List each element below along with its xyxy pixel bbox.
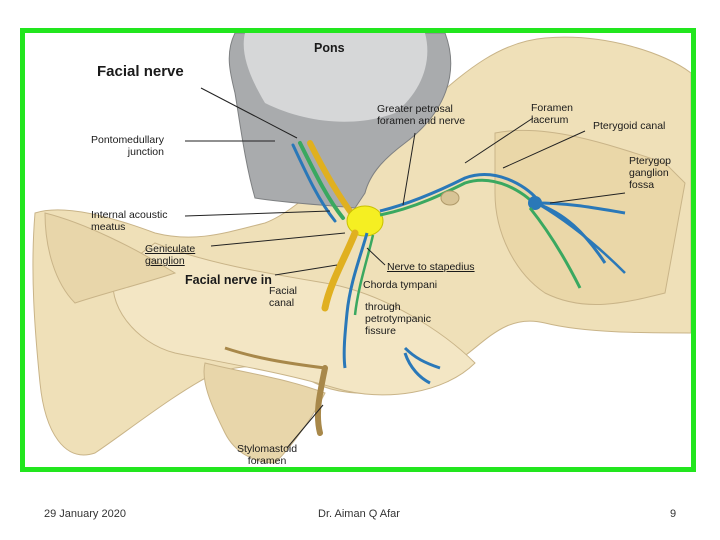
ganglion-branch-3 <box>528 207 582 289</box>
facial-nerve-root-green <box>298 141 345 220</box>
petrotympanic-fissure-label: through petrotympanic fissure <box>365 301 431 337</box>
mastoid-branch <box>224 346 326 370</box>
stylomastoid-foramen-label: Stylomastoid foramen <box>237 443 298 467</box>
facial-canal-label: Facial canal <box>269 285 298 309</box>
facial-nerve-exit <box>314 365 328 436</box>
chorda-tympani-exit <box>403 346 441 385</box>
pons-label: Pons <box>314 41 345 55</box>
facial-nerve-canal-yellow <box>321 229 359 312</box>
foramen-lacerum-label: Foramen lacerum <box>531 102 574 126</box>
internal-acoustic-meatus-label: Internal acoustic meatus <box>91 209 168 233</box>
petrous-ridge <box>112 242 476 396</box>
pterygoid-canal-label: Pterygoid canal <box>593 120 666 132</box>
footer-page-number: 9 <box>670 508 677 520</box>
bony-spur <box>44 212 177 304</box>
footer-date: 29 January 2020 <box>44 508 126 520</box>
greater-petrosal-label: Greater petrosal foramen and nerve <box>377 103 466 127</box>
facial-nerve-illustration <box>32 33 691 464</box>
greater-petrosal-nerve-blue <box>379 173 539 213</box>
facial-nerve-canal-blue <box>342 232 369 369</box>
diagram-frame: Pons Facial nerve Pontomedullary junctio… <box>20 28 696 472</box>
footer-author: Dr. Aiman Q Afar <box>318 508 400 520</box>
pterygopalatine-fossa-label: Pterygop ganglion fossa <box>629 155 672 191</box>
ganglion-branch-4 <box>539 203 626 274</box>
leader-lines <box>184 87 626 449</box>
nerve-to-stapedius-label: Nerve to stapedius <box>387 261 475 273</box>
pontomedullary-junction-label: Pontomedullary junction <box>91 134 164 158</box>
pons-highlight <box>243 33 428 122</box>
foramen-lacerum-hole <box>440 190 460 206</box>
facial-nerve-in-label: Facial nerve in <box>185 273 272 287</box>
chorda-tympani-label: Chorda tympani <box>363 279 438 291</box>
geniculate-ganglion-label: Geniculate ganglion <box>145 243 196 267</box>
sphenoid-region <box>494 129 686 306</box>
facial-nerve-canal-green <box>353 234 375 316</box>
facial-nerve-root-blue <box>291 143 337 223</box>
facial-nerve-label: Facial nerve <box>97 63 184 80</box>
ganglion-branch-2 <box>534 201 626 215</box>
greater-petrosal-nerve-green <box>379 178 537 217</box>
